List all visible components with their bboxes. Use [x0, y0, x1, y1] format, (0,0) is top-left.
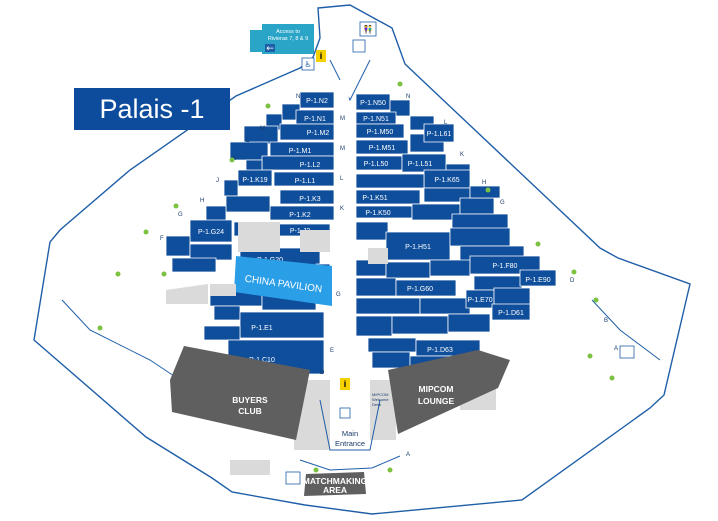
- stand-label: P-1.N2: [306, 98, 328, 105]
- stand-label: P-1.K3: [299, 196, 321, 203]
- elevator-icon: [352, 39, 366, 53]
- stand-label: P-1.F80: [493, 263, 518, 270]
- inner-wall-top: [329, 59, 371, 102]
- stand-label: P-1.K51: [362, 195, 387, 202]
- stand-label: P-1.K19: [242, 177, 267, 184]
- right-wing-stands: P-1.N50 P-1.N51 P-1.M50 P-1.M51 P-1.L61 …: [355, 93, 557, 371]
- stand-label: P-1.M2: [307, 130, 330, 137]
- aisle-letter: M: [260, 126, 265, 132]
- stand-label: P-1.E70: [467, 297, 492, 304]
- stand-label: P-1.L2: [300, 162, 321, 169]
- mipcom-lounge: MIPCOM LOUNGE: [388, 350, 510, 434]
- aisle-letter: L: [246, 138, 250, 144]
- floor-title: Palais -1: [74, 88, 230, 130]
- main-entrance: Main Entrance: [299, 399, 401, 471]
- stand-label: P-1.M1: [289, 148, 312, 155]
- svg-text:♿: ♿: [304, 60, 311, 69]
- svg-text:←: ←: [266, 44, 274, 54]
- aisle-letters-center: M M L K G: [336, 116, 345, 298]
- access-sign-line1: Access to: [276, 29, 300, 35]
- main-entrance-label-1: Main: [342, 429, 358, 438]
- aisle-letter: E: [330, 348, 334, 354]
- inner-wall-right: [591, 299, 661, 361]
- central-aisle: [326, 80, 362, 380]
- stand-label: P-1.K65: [434, 177, 459, 184]
- toilets-icon: [285, 471, 301, 485]
- stand-label: P-1.H51: [405, 244, 431, 251]
- stand-label: P-1.N51: [363, 116, 389, 123]
- main-entrance-label-2: Entrance: [335, 439, 365, 448]
- matchmaking-area: MATCHMAKING AREA: [303, 472, 368, 496]
- svg-text:i: i: [344, 379, 347, 389]
- stand-label: P-1.C10: [249, 357, 275, 364]
- matchmaking-label-1: MATCHMAKING: [303, 476, 368, 486]
- stand-label: P-1.N1: [304, 116, 326, 123]
- welcome-label-3: Desk: [372, 402, 381, 407]
- stand-label: P-1.D61: [498, 310, 524, 317]
- emergency-markers: [97, 81, 615, 473]
- aisle-letter: N: [406, 94, 410, 100]
- aisle-letter: G: [336, 292, 341, 298]
- stand-label: P-1.M50: [367, 129, 394, 136]
- aisle-letter: F: [160, 236, 164, 242]
- aisle-letter: M: [340, 146, 345, 152]
- welcome-label-1: MIPCOM: [372, 392, 388, 397]
- stand-label: P-1.D63: [427, 347, 453, 354]
- aisle-letter: G: [500, 200, 505, 206]
- buyers-club-label-1: BUYERS: [232, 395, 268, 405]
- aisle-letter: J: [216, 178, 219, 184]
- inner-wall-left: [61, 299, 181, 381]
- aisle-letter: B: [604, 318, 608, 324]
- access-sign-line2: Rivieras 7, 8 & 9: [268, 36, 308, 42]
- stand-label: P-1.L51: [408, 161, 433, 168]
- aisle-letter: L: [340, 176, 344, 182]
- stand-label: P-1.L61: [427, 131, 452, 138]
- aisle-letter: A: [406, 452, 410, 458]
- accessible-icon: ♿: [301, 57, 315, 71]
- aisle-letter: M: [340, 116, 345, 122]
- buyers-club: BUYERS CLUB: [170, 346, 310, 440]
- stand-label: P-1.L50: [364, 161, 389, 168]
- stand-label: P-1.E1: [251, 325, 273, 332]
- china-pavilion: CHINA PAVILION: [234, 256, 332, 306]
- aisle-letter: H: [200, 198, 204, 204]
- svg-text:i: i: [320, 51, 323, 61]
- toilets-icon: [619, 345, 635, 359]
- svg-text:👫: 👫: [363, 24, 373, 34]
- aisle-letter: A: [614, 346, 618, 352]
- info-icon: i: [340, 378, 350, 390]
- building-outline: [33, 4, 691, 515]
- stand-label: P-1.G24: [198, 229, 224, 236]
- stairs-icon: [250, 30, 262, 52]
- aisle-letters-right: N L K H G D B A A: [406, 94, 618, 458]
- mipcom-lounge-label-1: MIPCOM: [419, 384, 454, 394]
- stand-label: P-1.K50: [365, 210, 390, 217]
- buyers-club-label-2: CLUB: [238, 406, 262, 416]
- aisle-letter: K: [340, 206, 344, 212]
- aisle-letter: G: [178, 212, 183, 218]
- aisle-letter: L: [444, 120, 448, 126]
- matchmaking-label-2: AREA: [323, 485, 347, 495]
- aisle-letter: D: [570, 278, 575, 284]
- stand-label: P-1.L1: [295, 178, 316, 185]
- aisle-letter: N: [296, 94, 300, 100]
- stand-label: P-1.E90: [525, 277, 550, 284]
- aisle-letter: H: [482, 180, 486, 186]
- exit-arrow-icon: ←: [265, 44, 275, 54]
- stand-label: P-1.N50: [360, 100, 386, 107]
- mipcom-lounge-label-2: LOUNGE: [418, 396, 455, 406]
- stand-label: P-1.M51: [369, 145, 396, 152]
- aisle-letter: D: [320, 370, 325, 376]
- welcome-label-2: Welcome: [372, 397, 389, 402]
- mipcom-welcome-desk: MIPCOM Welcome Desk: [372, 392, 389, 407]
- aisle-letter: K: [460, 152, 464, 158]
- accessible-icon: [339, 407, 351, 419]
- stand-label: P-1.K2: [289, 212, 311, 219]
- info-icon: i: [316, 50, 326, 62]
- stand-label: P-1.G60: [407, 286, 433, 293]
- toilets-icon: 👫: [359, 21, 377, 37]
